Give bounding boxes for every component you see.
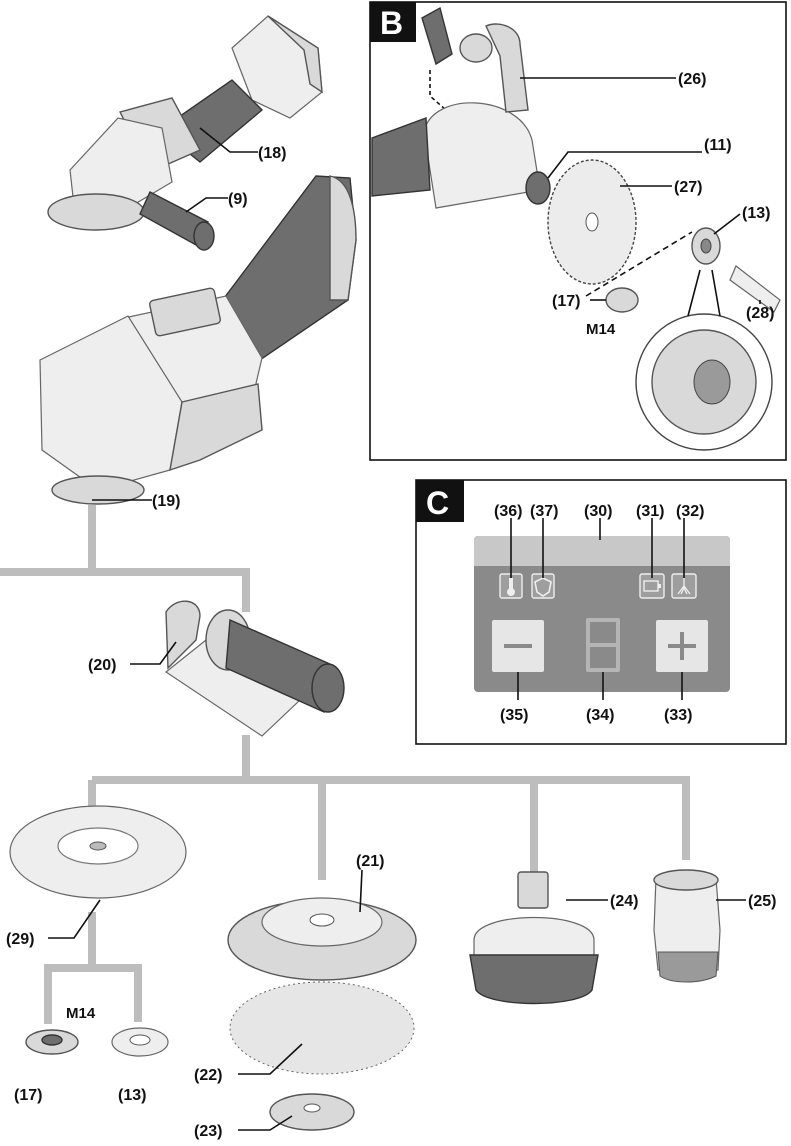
label-c-32: (32) (676, 503, 704, 520)
tree-connectors (0, 505, 690, 1024)
label-b-17: (17) (552, 293, 580, 310)
label-c-35: (35) (500, 707, 528, 724)
core-bit-illustration (653, 869, 721, 983)
guard-handle-illustration (164, 600, 345, 737)
label-c-31: (31) (636, 503, 664, 520)
label-24: (24) (610, 893, 638, 910)
label-b-28: (28) (746, 305, 774, 322)
label-21: (21) (356, 853, 384, 870)
plus-button[interactable] (656, 620, 708, 672)
label-c-30: (30) (584, 503, 612, 520)
label-23: (23) (194, 1123, 222, 1140)
grinder-large-illustration (39, 175, 357, 505)
panel-b: B (369, 1, 787, 461)
label-17: (17) (14, 1087, 42, 1104)
sanding-set-illustration (227, 897, 417, 1131)
label-18: (18) (258, 145, 286, 162)
label-b-13: (13) (742, 205, 770, 222)
label-9: (9) (228, 191, 248, 208)
panel-b-letter: B (380, 5, 403, 41)
label-b-27: (27) (674, 179, 702, 196)
label-13: (13) (118, 1087, 146, 1104)
label-c-37: (37) (530, 503, 558, 520)
label-b-26: (26) (678, 71, 706, 88)
kickback-shield-icon (531, 573, 555, 599)
panel-c: C (415, 479, 787, 745)
label-c-36: (36) (494, 503, 522, 520)
clamping-nut-illustrations (25, 1027, 169, 1057)
label-25: (25) (748, 893, 776, 910)
label-b-m14: M14 (586, 321, 616, 338)
thermometer-icon (499, 573, 523, 599)
label-b-11: (11) (704, 137, 732, 154)
grinder-small-illustration (47, 15, 323, 251)
label-m14: M14 (66, 1005, 96, 1022)
minus-button[interactable] (492, 620, 544, 672)
label-c-33: (33) (664, 707, 692, 724)
label-20: (20) (88, 657, 116, 674)
seven-segment-display (586, 618, 620, 672)
cup-brush-illustration (469, 871, 599, 1005)
label-c-34: (34) (586, 707, 614, 724)
grinding-disc-illustration (9, 805, 187, 899)
battery-icon (639, 573, 665, 599)
label-19: (19) (152, 493, 180, 510)
label-29: (29) (6, 931, 34, 948)
label-22: (22) (194, 1067, 222, 1084)
leader-lines (48, 127, 746, 1131)
panel-c-letter: C (426, 485, 449, 521)
